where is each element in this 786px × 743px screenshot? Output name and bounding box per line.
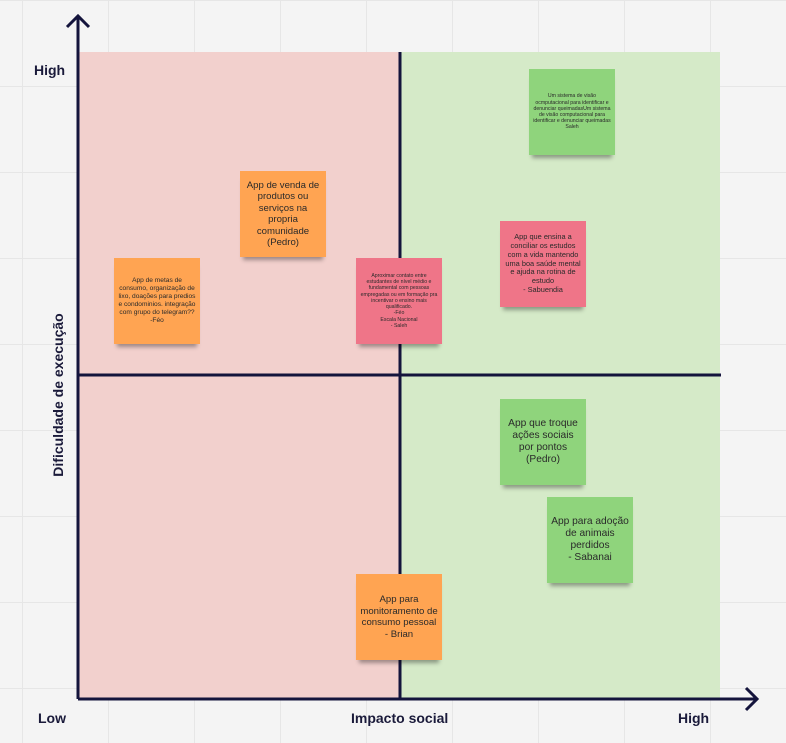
y-axis-arrowhead <box>65 13 91 29</box>
y-axis-high-label: High <box>34 62 66 78</box>
sticky-note-student-contact[interactable]: Aproximar contato entre estudantes de ní… <box>356 258 442 344</box>
sticky-note-mental-health[interactable]: App que ensina a conciliar os estudos co… <box>500 221 586 307</box>
sticky-note-social-actions[interactable]: App que troque ações sociais por pontos … <box>500 399 586 485</box>
sticky-note-vision-system[interactable]: Um sistema de visão ocmputacional para i… <box>529 69 615 155</box>
sticky-note-consumption-monitoring[interactable]: App para monitoramento de consumo pessoa… <box>356 574 442 660</box>
x-axis-low-label: Low <box>38 710 66 726</box>
sticky-note-animal-adoption[interactable]: App para adoção de animais perdidos - Sa… <box>547 497 633 583</box>
x-axis-arrowhead <box>744 686 760 712</box>
sticky-note-community-sales[interactable]: App de venda de produtos ou serviços na … <box>240 171 326 257</box>
x-axis-title: Impacto social <box>351 710 449 726</box>
sticky-note-consumption-goals[interactable]: App de metas de consumo, organização de … <box>114 258 200 344</box>
y-axis-title: Dificuldade de execução <box>50 313 66 477</box>
x-axis-high-label: High <box>678 710 710 726</box>
